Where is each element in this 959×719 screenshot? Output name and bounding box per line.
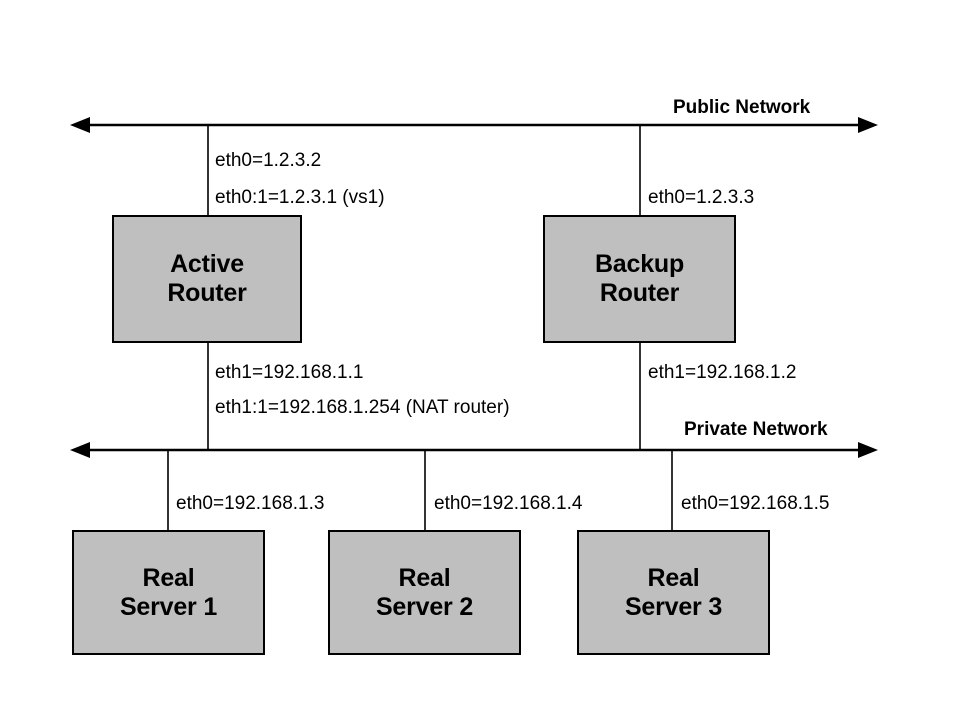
node-backup-router-line1: Backup — [594, 250, 685, 278]
node-active-router[interactable]: Active Router — [112, 215, 302, 343]
active-router-nat-ip-label: eth1:1=192.168.1.254 (NAT router) — [215, 397, 510, 418]
node-real-server-2-line1: Real — [398, 563, 451, 592]
active-router-public-vip-label: eth0:1=1.2.3.1 (vs1) — [215, 187, 385, 208]
node-real-server-1[interactable]: Real Server 1 — [72, 530, 265, 655]
public-network-bus — [70, 117, 878, 133]
private-bus-right-arrowhead — [858, 442, 878, 458]
node-real-server-3-line1: Real — [647, 563, 700, 592]
node-active-router-line2: Router — [167, 279, 247, 307]
node-backup-router-line2: Router — [599, 279, 680, 307]
node-real-server-1-line2: Server 1 — [119, 592, 218, 621]
node-real-server-2[interactable]: Real Server 2 — [328, 530, 521, 655]
node-real-server-3-line2: Server 3 — [624, 592, 723, 621]
private-network-label: Private Network — [684, 419, 828, 440]
node-real-server-2-line2: Server 2 — [375, 592, 474, 621]
private-bus-left-arrowhead — [70, 442, 90, 458]
public-bus-right-arrowhead — [858, 117, 878, 133]
active-router-private-ip-label: eth1=192.168.1.1 — [215, 362, 364, 383]
backup-router-private-ip-label: eth1=192.168.1.2 — [648, 362, 797, 383]
node-real-server-3[interactable]: Real Server 3 — [577, 530, 770, 655]
real-server-1-ip-label: eth0=192.168.1.3 — [176, 493, 325, 514]
private-network-bus — [70, 442, 878, 458]
node-active-router-line1: Active — [170, 250, 244, 278]
backup-router-public-ip-label: eth0=1.2.3.3 — [648, 187, 755, 208]
public-network-label: Public Network — [673, 97, 811, 118]
real-server-2-ip-label: eth0=192.168.1.4 — [434, 493, 583, 514]
public-bus-left-arrowhead — [70, 117, 90, 133]
real-server-3-ip-label: eth0=192.168.1.5 — [681, 493, 830, 514]
node-backup-router[interactable]: Backup Router — [543, 215, 736, 343]
node-real-server-1-line1: Real — [142, 563, 195, 592]
active-router-public-ip-label: eth0=1.2.3.2 — [215, 150, 322, 171]
